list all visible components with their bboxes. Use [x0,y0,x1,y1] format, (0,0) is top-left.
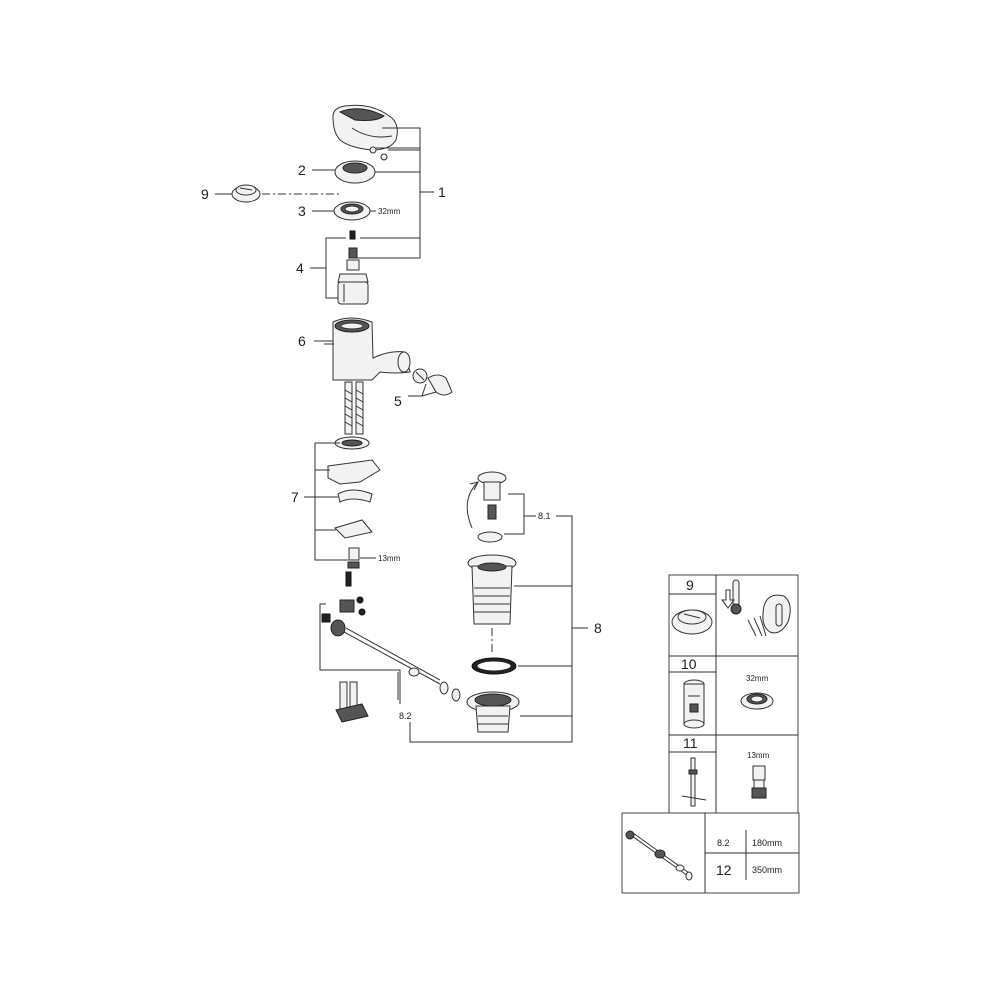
leader-lines [215,127,588,743]
part-9-cover [231,184,261,203]
callout-4: 4 [296,260,304,276]
table-row-11-number: 11 [683,735,698,751]
supply-hoses [344,381,364,435]
dimension-13mm: 13mm [378,554,401,563]
callout-8-1: 8.1 [538,511,551,521]
waste-assembly-part-8 [466,471,520,733]
faucet-body-part-6 [324,317,411,381]
table-row-11-dimension: 13mm [747,751,770,760]
callout-8: 8 [594,620,602,636]
table-lift-rod-image [625,830,693,881]
table-part-9-image [671,609,713,635]
table-row-10-number: 10 [681,656,697,672]
hose-connector [335,681,369,723]
callout-2: 2 [298,162,306,178]
callout-1: 1 [438,184,446,200]
table-row-8-2-number: 8.2 [717,838,730,848]
table-part-11-image [681,757,707,807]
nozzle-part-5 [412,368,453,396]
cap-part-2 [334,160,376,184]
callout-5: 5 [394,393,402,409]
ring-part-3 [333,201,371,221]
table-row-12-length: 350mm [752,865,782,875]
faucet-assembly [262,104,461,723]
small-screw [349,230,356,240]
lever-handle [332,104,398,161]
callout-3: 3 [298,203,306,219]
rod-length-table: 8.2 180mm 12 350mm [621,812,800,894]
table-row-8-2-length: 180mm [752,838,782,848]
lift-rod-part-8-2 [321,596,461,702]
dimension-32mm: 32mm [378,207,401,216]
callout-8-2: 8.2 [399,711,412,721]
spare-parts-table: 9 10 11 32mm 13mm [668,574,799,814]
table-row-10-dimension: 32mm [746,674,769,683]
cartridge-part-4 [337,247,369,305]
table-part-11-nut-image [751,765,767,799]
table-part-10-image [683,679,705,729]
temperature-limiter-icon [721,579,791,637]
callout-6: 6 [298,333,306,349]
table-row-9-number: 9 [686,577,694,593]
callout-7: 7 [291,489,299,505]
table-part-10-ring-image [740,692,774,710]
callout-9: 9 [201,186,209,202]
table-row-12-number: 12 [716,862,732,878]
fixing-set-part-7 [327,436,381,587]
